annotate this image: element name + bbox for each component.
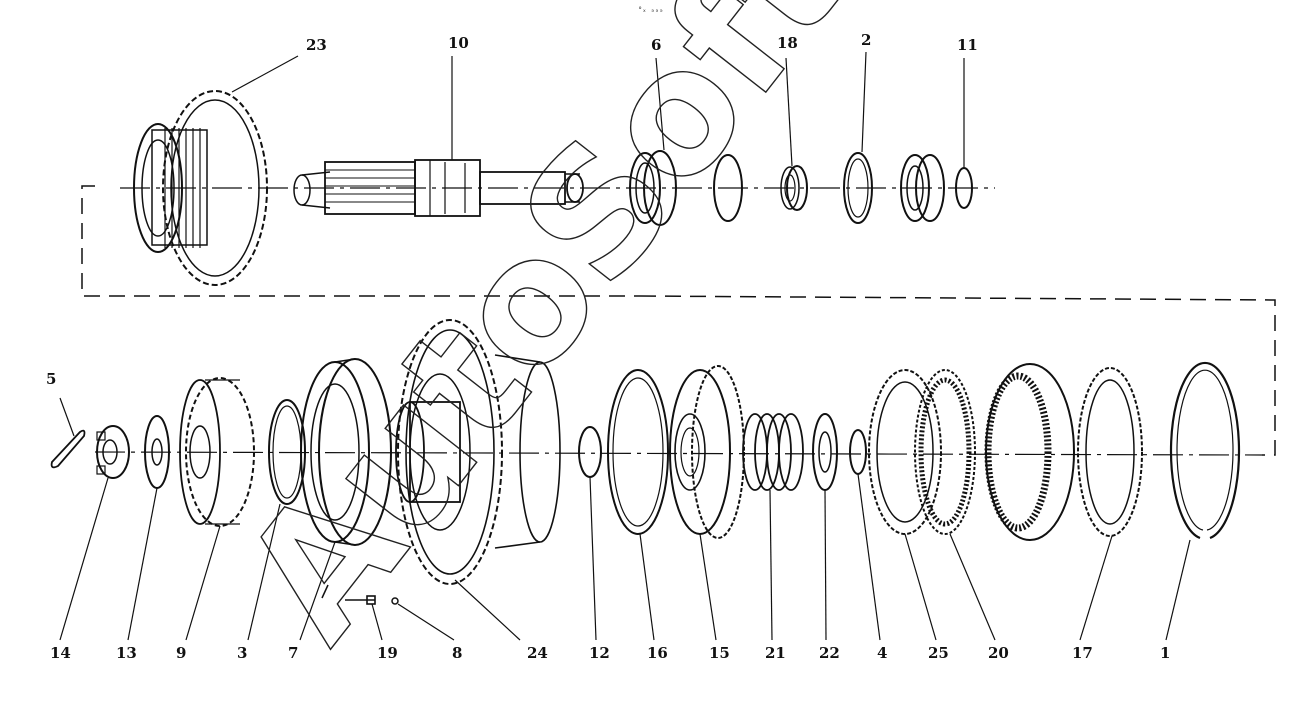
small-spring-pin [321, 584, 329, 599]
bottom-axis [94, 451, 1263, 456]
part-24-gear-drum [395, 319, 561, 585]
bottom-leaders [59, 397, 1191, 641]
label-1: 1 [1160, 644, 1170, 662]
part-18-bearing [780, 165, 808, 211]
label-7: 7 [288, 644, 298, 662]
label-5: 5 [46, 370, 56, 388]
part-23-gear [133, 90, 268, 286]
part-20-friction-plate [914, 369, 976, 535]
label-8: 8 [452, 644, 462, 662]
top-leaders [231, 51, 965, 168]
label-10: 10 [448, 34, 469, 52]
part-4-ring [849, 429, 867, 475]
part-17-plate [1077, 367, 1143, 537]
part-8-ball [391, 597, 399, 605]
label-12: 12 [589, 644, 610, 662]
label-4: 4 [877, 644, 887, 662]
label-25: 25 [928, 644, 949, 662]
label-19: 19 [377, 644, 398, 662]
label-20: 20 [988, 644, 1009, 662]
label-22: 22 [819, 644, 840, 662]
label-15: 15 [709, 644, 730, 662]
label-9: 9 [176, 644, 186, 662]
part-9-gear [179, 377, 255, 527]
part-14-castle-nut [96, 425, 130, 479]
part-15-piston [669, 365, 745, 539]
friction-drum [984, 363, 1075, 541]
part-1-snap-ring [1169, 361, 1241, 540]
part-5-cotter-pin [50, 429, 86, 469]
part-21-spring [742, 413, 804, 491]
part-10-shaft [293, 159, 584, 217]
label-21: 21 [765, 644, 786, 662]
label-17: 17 [1072, 644, 1093, 662]
label-24: 24 [527, 644, 548, 662]
label-3: 3 [237, 644, 247, 662]
part-6-bearing [629, 150, 677, 226]
dashed-assembly-line [81, 185, 1276, 456]
part-19-pin [345, 595, 376, 605]
part-16-ring [607, 369, 669, 535]
label-13: 13 [116, 644, 137, 662]
snap-ring-top [713, 154, 743, 222]
label-23: 23 [306, 36, 327, 54]
part-22-retainer [812, 413, 838, 491]
label-18: 18 [777, 34, 798, 52]
part-2-ring [843, 152, 873, 224]
label-16: 16 [647, 644, 668, 662]
label-11: 11 [957, 36, 978, 54]
watermark-text: AutoSoft [206, 0, 882, 675]
bearing-top-right [900, 154, 945, 222]
label-6: 6 [651, 36, 661, 54]
part-12-ring [578, 426, 602, 478]
tiny-header-mark: °ₓ ₔₔₔ [638, 6, 663, 14]
label-14: 14 [50, 644, 71, 662]
label-2: 2 [861, 31, 871, 49]
